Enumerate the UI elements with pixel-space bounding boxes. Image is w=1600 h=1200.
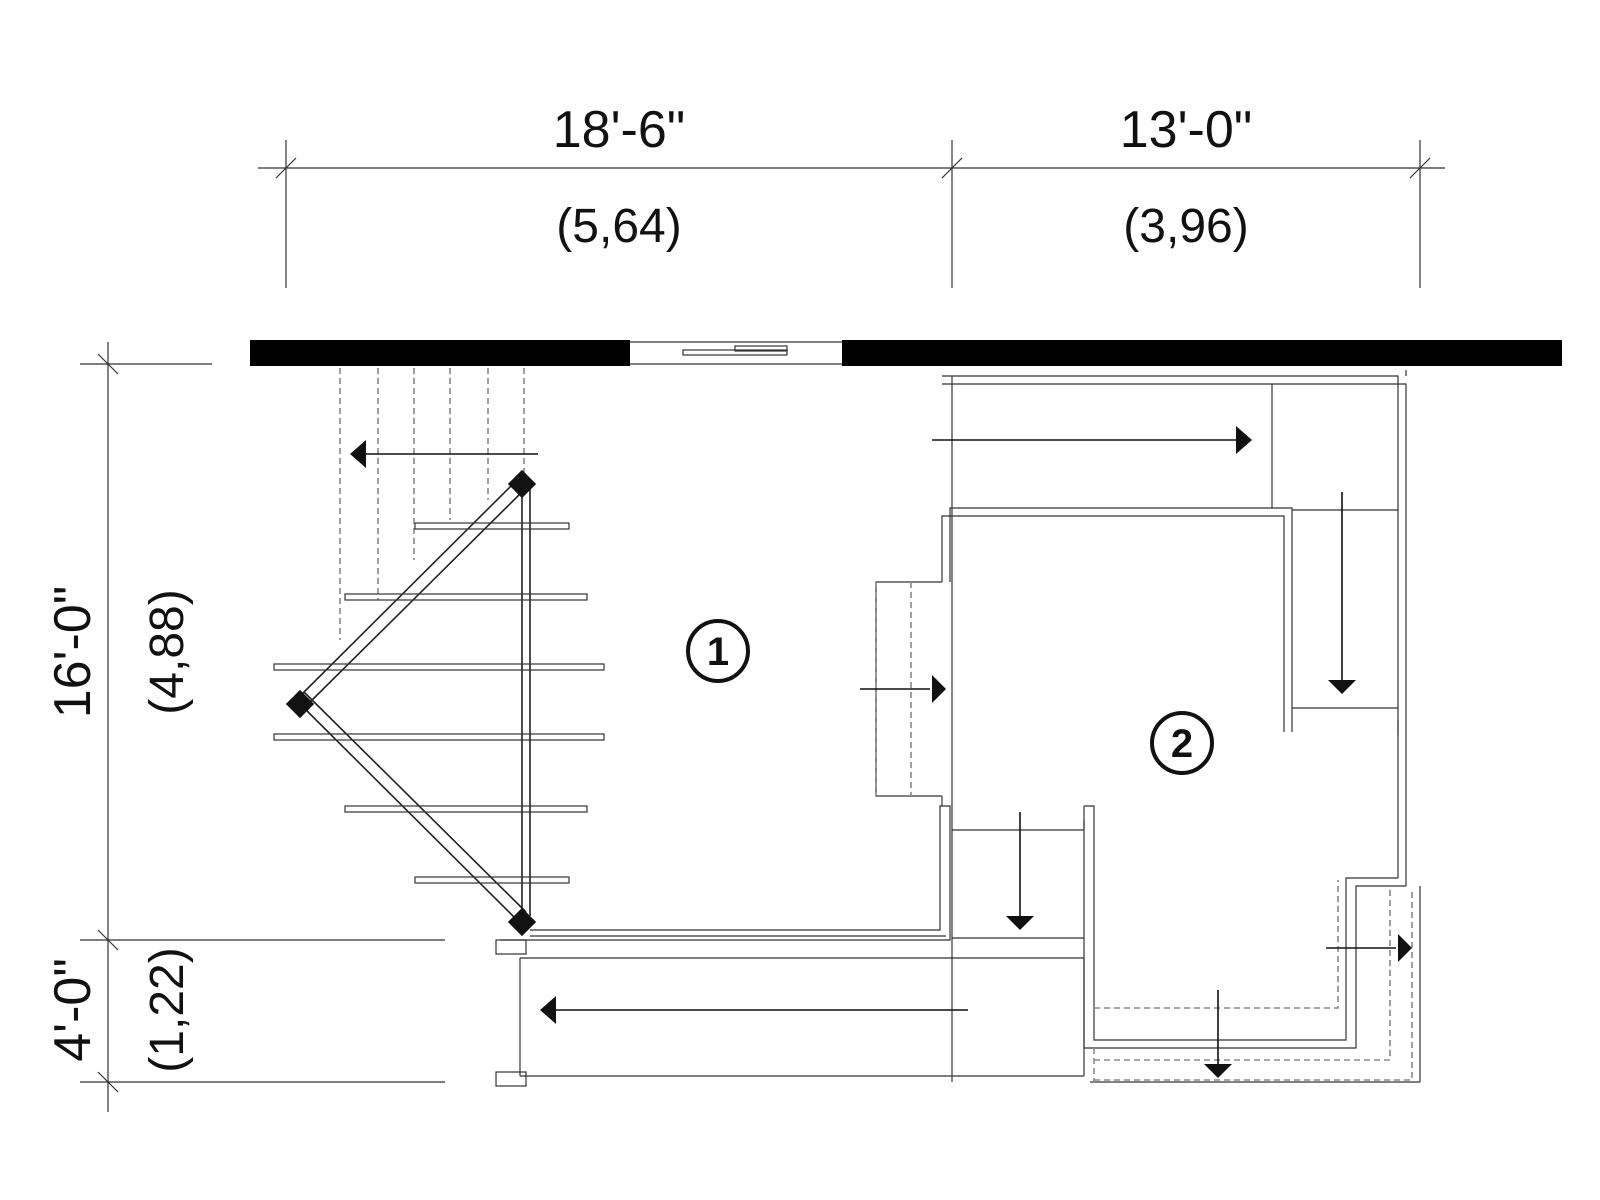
side-lower-dimension-metric: (1,22) (141, 947, 194, 1072)
arrow-middle-down (1006, 812, 1034, 930)
upper-right-frame (942, 370, 1407, 886)
arrow-steps-left (350, 440, 538, 468)
top-left-dimension-imperial: 18'-6" (553, 101, 685, 159)
top-right-dimension-metric: (3,96) (1123, 200, 1248, 253)
arrow-landing-left (540, 996, 968, 1024)
connecting-step (875, 507, 1293, 806)
arrow-lower-down (1204, 990, 1232, 1078)
arrow-right-down (1328, 492, 1356, 694)
room-marker-1: 1 (686, 619, 750, 683)
arrow-step-right (860, 675, 946, 703)
window-opening (630, 341, 842, 365)
house-steps (339, 368, 525, 640)
top-left-dimension-metric: (5,64) (556, 200, 681, 253)
diagonal-railing (273, 469, 605, 937)
room-number-2: 2 (1171, 722, 1193, 766)
room-number-1: 1 (707, 630, 729, 674)
house-wall (250, 340, 1562, 366)
side-lower-dimension-imperial: 4'-0" (44, 958, 102, 1062)
top-dimension-line (258, 140, 1445, 288)
arrow-lower-right (1326, 934, 1412, 962)
room-marker-2: 2 (1150, 711, 1214, 775)
lower-landing (495, 376, 1421, 1087)
top-right-dimension-imperial: 13'-0" (1120, 101, 1252, 159)
side-dimension-line (80, 342, 445, 1112)
side-main-dimension-imperial: 16'-0" (44, 586, 102, 718)
side-main-dimension-metric: (4,88) (141, 589, 194, 714)
lower-dashed-steps (1093, 880, 1413, 1082)
arrow-upper-right (932, 426, 1252, 454)
deck-1-outline (495, 805, 951, 955)
